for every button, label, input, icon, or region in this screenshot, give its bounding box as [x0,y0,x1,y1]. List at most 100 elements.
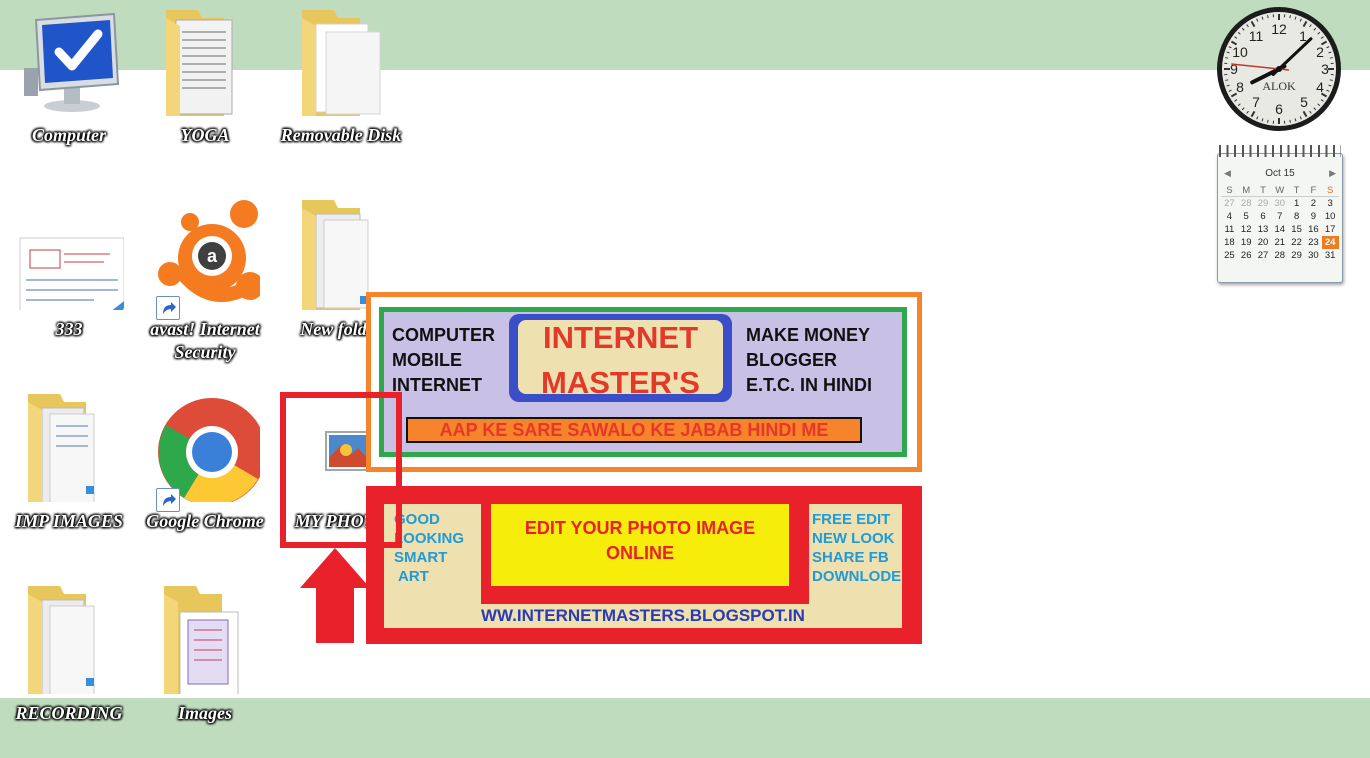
clock-tick [1309,24,1312,28]
folder-icon [150,584,260,706]
calendar-day[interactable]: 24 [1321,236,1339,249]
topic-item: E.T.C. IN HINDI [746,375,873,395]
banner-tagline: AAP KE SARE SAWALO KE JABAB HINDI ME [406,417,862,443]
calendar-day[interactable]: 26 [1240,250,1252,261]
calendar-day[interactable]: 19 [1240,237,1252,248]
calendar-day[interactable]: 9 [1310,211,1317,222]
calendar-day[interactable]: 22 [1291,237,1302,248]
clock-tick [1313,107,1317,111]
calendar-day[interactable]: 27 [1257,250,1269,261]
desktop-icon-removable-disk[interactable]: Removable Disk [276,6,406,147]
clock-tick [1225,57,1229,59]
icon-label: MY PHOTO [294,511,388,531]
clock-tick [1302,20,1308,28]
calendar-day[interactable]: 3 [1327,198,1333,209]
clock-tick [1256,18,1259,22]
banner2-item: DOWNLODE [812,568,902,585]
svg-text:6: 6 [1275,101,1283,117]
internet-masters-banner: COMPUTER MOBILE INTERNET INTERNET MASTER… [366,292,922,472]
calendar-day[interactable]: 2 [1310,198,1317,209]
calendar-day[interactable]: 25 [1224,250,1235,261]
calendar-day[interactable]: 1 [1293,198,1300,209]
banner2-headline: EDIT YOUR PHOTO IMAGE ONLINE [491,504,789,586]
highlight-box [280,392,402,548]
calendar-day[interactable]: 29 [1257,198,1269,209]
image-file-icon [14,200,128,313]
clock-tick [1320,92,1328,98]
edit-photo-banner: GOOD LOOKING SMART ART EDIT YOUR PHOTO I… [366,486,922,644]
calendar-day[interactable]: 13 [1257,224,1269,235]
shortcut-arrow-icon [156,488,180,512]
calendar-day[interactable]: 30 [1308,250,1319,261]
banner2-item: SHARE FB [812,549,889,566]
clock-tick [1313,27,1317,31]
calendar-day[interactable]: 28 [1240,198,1252,209]
clock-tick [1294,118,1297,122]
calendar-day[interactable]: 4 [1226,211,1233,222]
desktop-icon-yoga[interactable]: YOGA [140,6,270,147]
desktop-icon-avast[interactable]: a avast! Internet Security [140,200,270,364]
desktop-icon-new-folder[interactable]: New folder [276,200,406,341]
calendar-day[interactable]: 16 [1308,224,1319,235]
clock-tick [1261,16,1264,20]
desktop-icon-google-chrome[interactable]: Google Chrome [140,392,270,533]
clock-tick [1267,119,1269,123]
clock-tick [1328,51,1332,54]
clock-tick [1329,57,1333,59]
desktop-bottom-band [0,698,1370,758]
clock-tick [1246,24,1249,28]
calendar-day[interactable]: 6 [1260,211,1266,222]
clock-tick [1294,16,1297,20]
calendar-day[interactable]: 17 [1324,224,1336,235]
desktop-icon-imp-images[interactable]: IMP IMAGES [4,392,134,533]
calendar-day[interactable]: 15 [1291,224,1302,235]
icon-label: YOGA [180,125,230,145]
desktop-icon-images[interactable]: Images [140,584,270,725]
calendar-day[interactable]: 5 [1243,211,1249,222]
calendar-day[interactable]: 20 [1257,237,1269,248]
calendar-day[interactable]: 30 [1274,198,1286,209]
clock-tick [1289,119,1291,123]
calendar-day[interactable]: 21 [1274,237,1286,248]
calendar-prev-icon[interactable]: ◀ [1224,168,1231,178]
folder-icon [286,200,396,320]
calendar-day[interactable]: 28 [1274,250,1286,261]
calendar-day[interactable]: 27 [1224,198,1235,209]
banner2-headline-line: EDIT YOUR PHOTO IMAGE [524,518,756,538]
clock-tick [1228,46,1232,49]
calendar-day[interactable]: 31 [1324,250,1336,261]
calendar-day[interactable]: 10 [1324,211,1336,222]
banner-title-box: INTERNET MASTER'S [509,314,732,402]
desktop-icon-recording[interactable]: RECORDING [4,584,134,725]
calendar-day[interactable]: 18 [1224,237,1235,248]
calendar-day[interactable]: 14 [1274,224,1286,235]
banner2-headline-line: ONLINE [605,543,674,563]
calendar-day[interactable]: 23 [1308,237,1319,248]
desktop-icon-my-photo[interactable]: MY PHOTO [276,392,406,533]
svg-text:1: 1 [1299,28,1307,44]
calendar-day[interactable]: 8 [1293,211,1300,222]
desktop-icon-computer[interactable]: Computer [4,6,134,147]
calendar-day[interactable]: 7 [1277,211,1283,222]
banner-right-topics: MAKE MONEY BLOGGER E.T.C. IN HINDI [746,323,872,398]
banner2-item: FREE EDIT [812,511,891,528]
calendar-day[interactable]: 11 [1224,224,1235,235]
clock-tick [1299,18,1302,22]
desktop-icon-333[interactable]: 333 [4,200,134,341]
clock-tick [1326,46,1330,49]
folder-icon [14,584,124,706]
calendar-day[interactable]: 29 [1291,250,1302,261]
clock-tick [1226,84,1230,87]
clock-tick [1246,110,1249,114]
calendar-next-icon[interactable]: ▶ [1329,168,1336,178]
clock-ticks [1224,14,1334,124]
icon-label: IMP IMAGES [15,511,123,531]
clock-tick [1317,31,1321,35]
clock-tick [1237,103,1241,107]
calendar-day[interactable]: 12 [1240,224,1252,235]
